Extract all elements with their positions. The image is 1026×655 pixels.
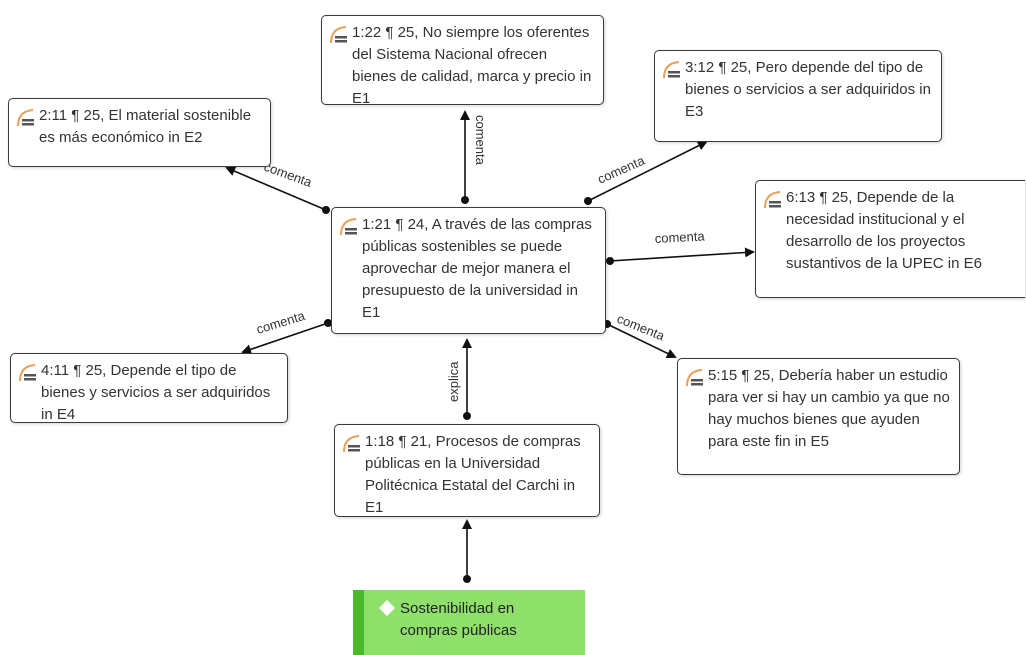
quotation-text: 1:22 ¶ 25, No siempre los oferentes del … [352,24,592,107]
quotation-text: 3:12 ¶ 25, Pero depende del tipo de bien… [685,59,931,120]
quotation-node-left-top[interactable]: 2:11 ¶ 25, El material sostenible es más… [8,98,271,167]
link-main-to-right-mid[interactable]: comenta [606,228,755,265]
code-diamond-icon [379,600,395,616]
quotation-node-right-mid[interactable]: 6:13 ¶ 25, Depende de la necesidad insti… [755,180,1025,298]
quotation-node-bottom[interactable]: 1:18 ¶ 21, Procesos de compras públicas … [334,424,600,517]
quotation-text: 4:11 ¶ 25, Depende el tipo de bienes y s… [41,362,271,423]
quotation-icon [764,191,781,209]
link-label-comenta-top: comenta [473,115,488,166]
quotation-icon [17,109,34,127]
link-main-to-right-bottom[interactable]: comenta [603,311,677,359]
link-bottom-to-main[interactable]: explica [446,338,472,420]
code-node[interactable]: Sostenibilidad en compras públicas [353,590,585,655]
link-code-to-bottom[interactable] [462,519,472,583]
quotation-node-main[interactable]: 1:21 ¶ 24, A través de las compras públi… [331,207,606,334]
link-main-to-left-bottom[interactable]: comenta [241,308,332,355]
link-label-comenta-right-bottom: comenta [615,311,668,344]
quotation-text: 2:11 ¶ 25, El material sostenible es más… [39,107,252,146]
quotation-icon [663,61,680,79]
quotation-node-top[interactable]: 1:22 ¶ 25, No siempre los oferentes del … [321,15,604,107]
link-main-to-right-top[interactable]: comenta [584,141,708,205]
quotation-node-right-top[interactable]: 3:12 ¶ 25, Pero depende del tipo de bien… [654,50,942,142]
quotation-text: 1:18 ¶ 21, Procesos de compras públicas … [365,433,581,516]
quotation-icon [343,435,360,453]
quotation-node-right-bottom[interactable]: 5:15 ¶ 25, Debería haber un estudio para… [677,358,960,475]
quotation-icon [686,369,703,387]
quotation-node-left-bottom[interactable]: 4:11 ¶ 25, Depende el tipo de bienes y s… [10,353,288,423]
quotation-text: 1:21 ¶ 24, A través de las compras públi… [362,216,592,321]
code-label: Sostenibilidad en compras públicas [400,600,517,639]
link-main-to-top[interactable]: comenta [460,110,488,204]
link-label-comenta-right-top: comenta [595,152,647,186]
quotation-icon [19,364,36,382]
quotation-text: 5:15 ¶ 25, Debería haber un estudio para… [708,367,950,450]
link-label-explica: explica [446,361,461,402]
link-label-comenta-right-mid: comenta [654,228,705,246]
quotation-icon [340,218,357,236]
link-main-to-left-top[interactable]: comenta [225,159,330,214]
quotation-icon [330,26,347,44]
quotation-text: 6:13 ¶ 25, Depende de la necesidad insti… [786,189,982,272]
